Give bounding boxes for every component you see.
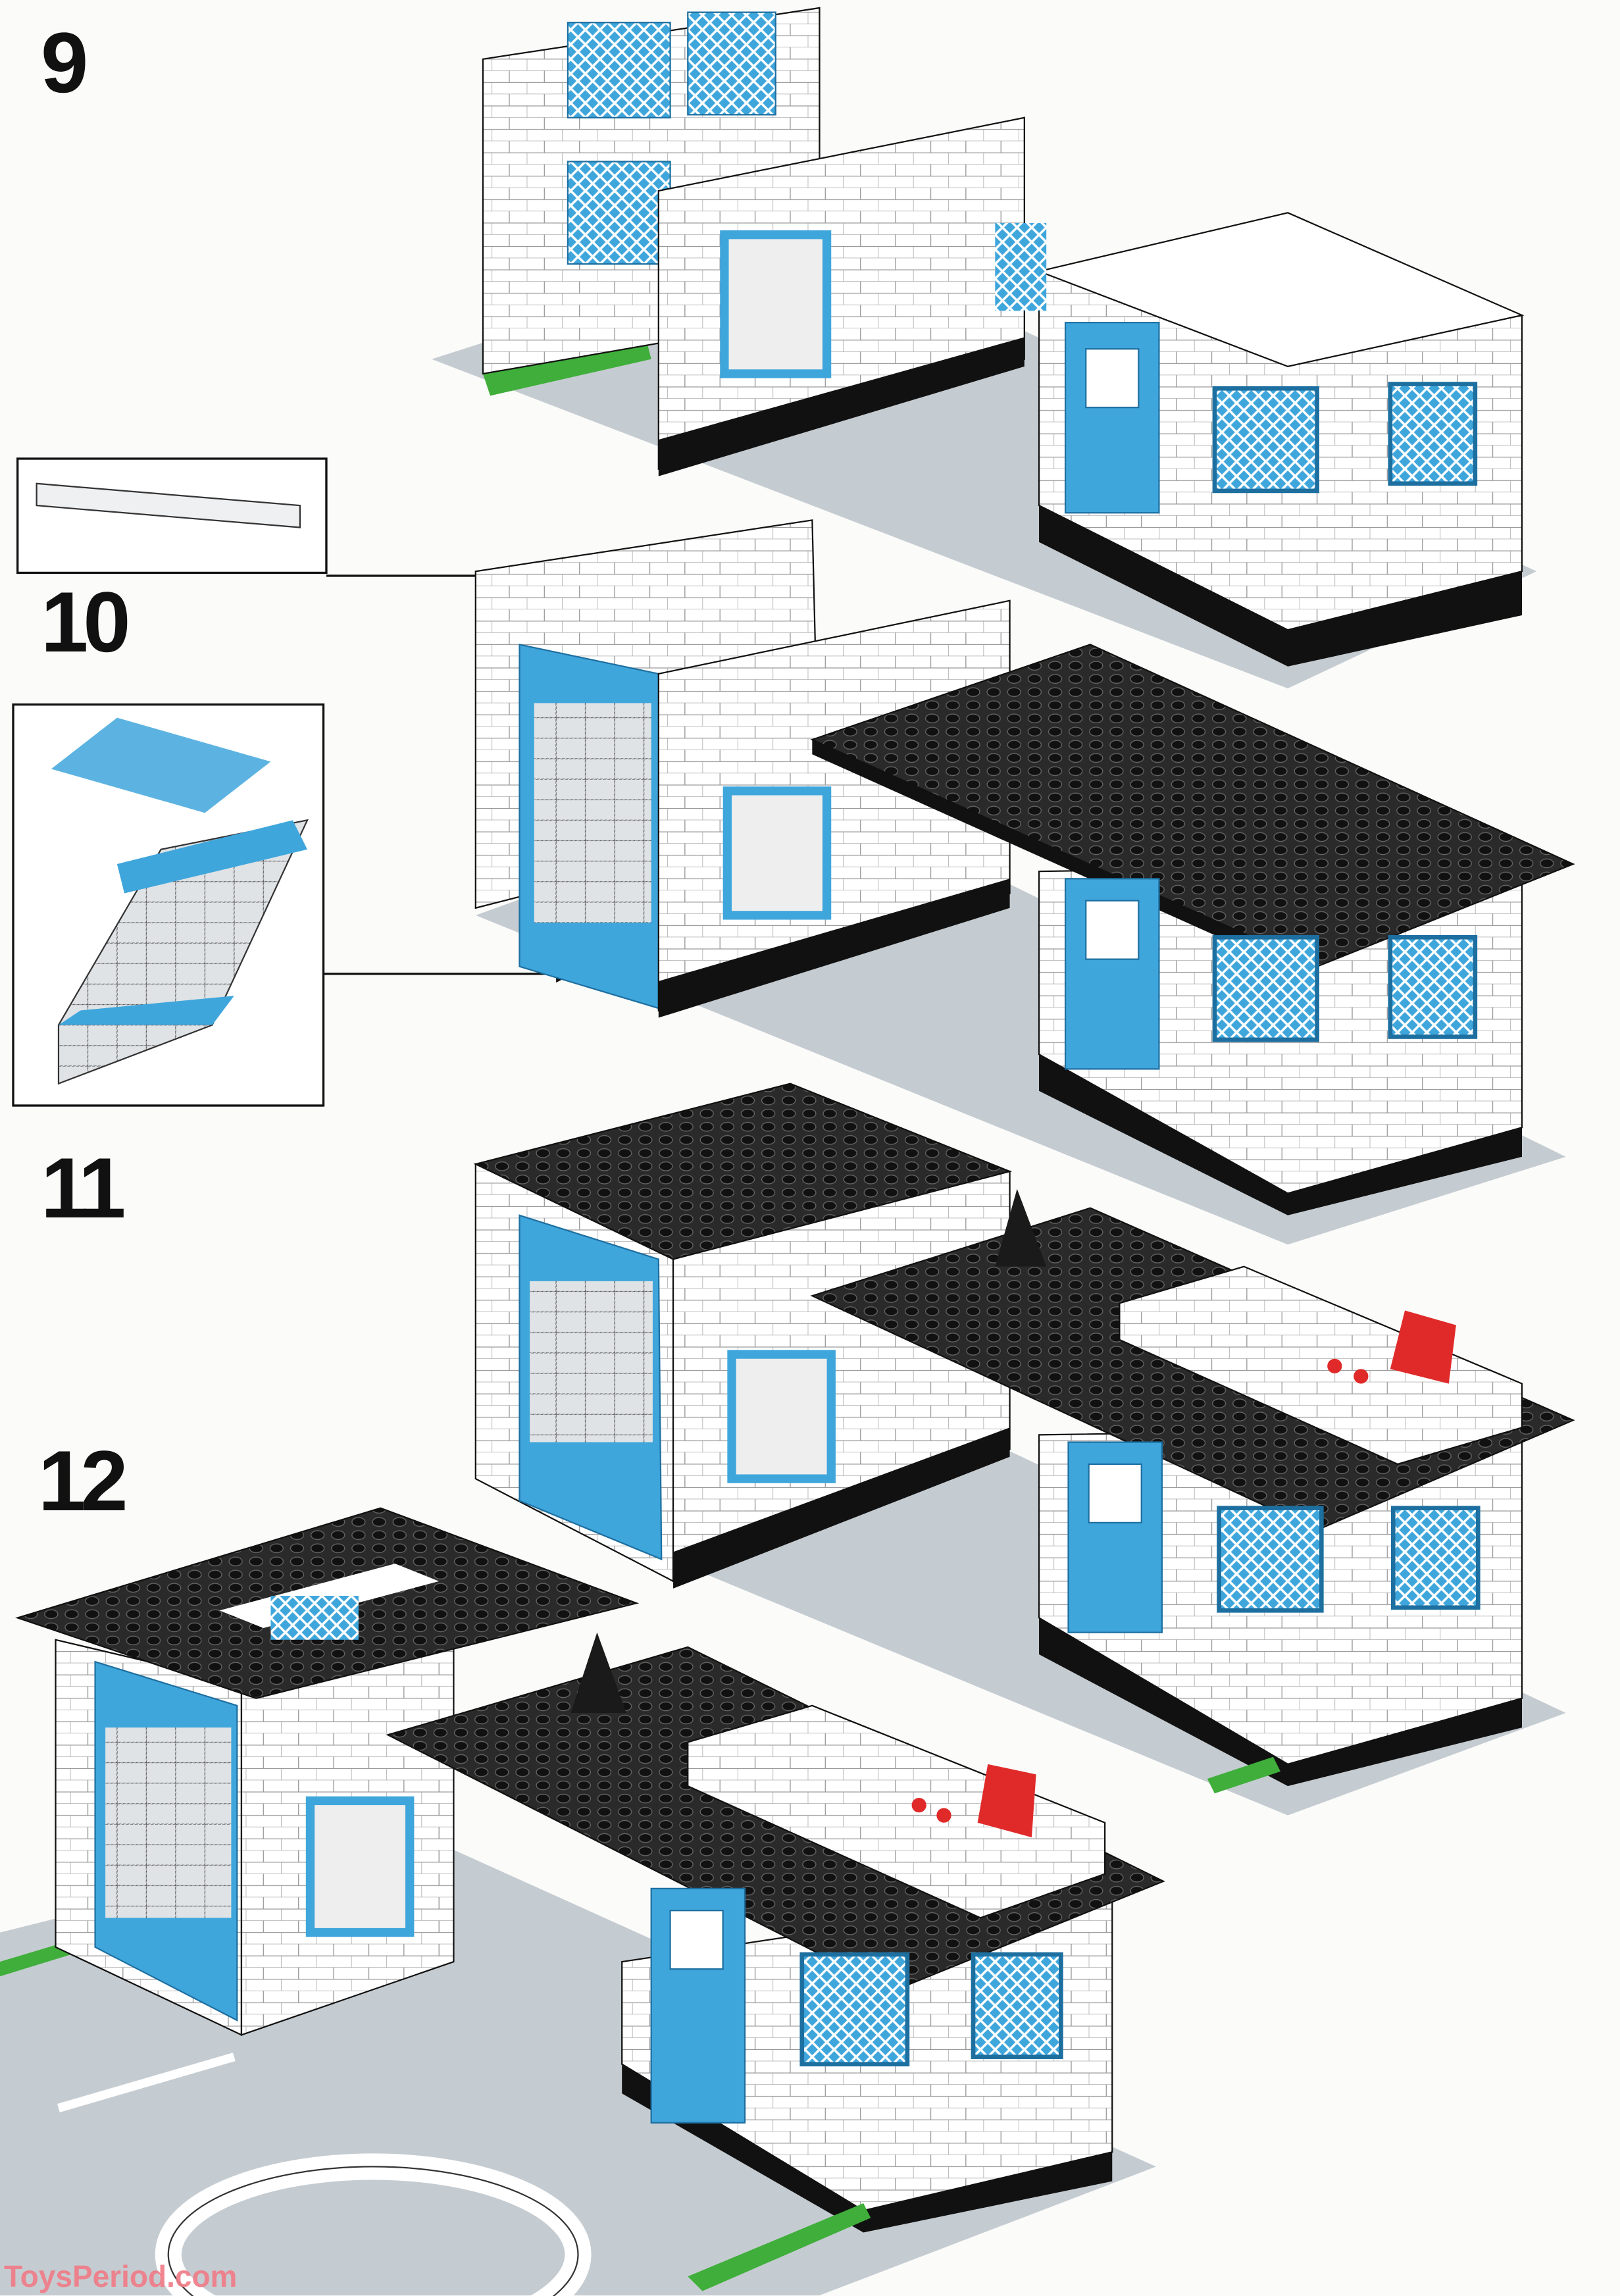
step-10-inset-door	[12, 703, 574, 1107]
step-number-11: 11	[41, 1140, 126, 1236]
step-11-model	[473, 1083, 1575, 1816]
step-number-10: 10	[41, 574, 131, 670]
step-number-12: 12	[38, 1433, 128, 1529]
step-12-model	[0, 1507, 1165, 2296]
watermark: ToysPeriod.com	[4, 2259, 238, 2293]
step-10-model	[474, 519, 1575, 1245]
step-number-9: 9	[41, 14, 88, 111]
step-9-model	[432, 7, 1537, 689]
